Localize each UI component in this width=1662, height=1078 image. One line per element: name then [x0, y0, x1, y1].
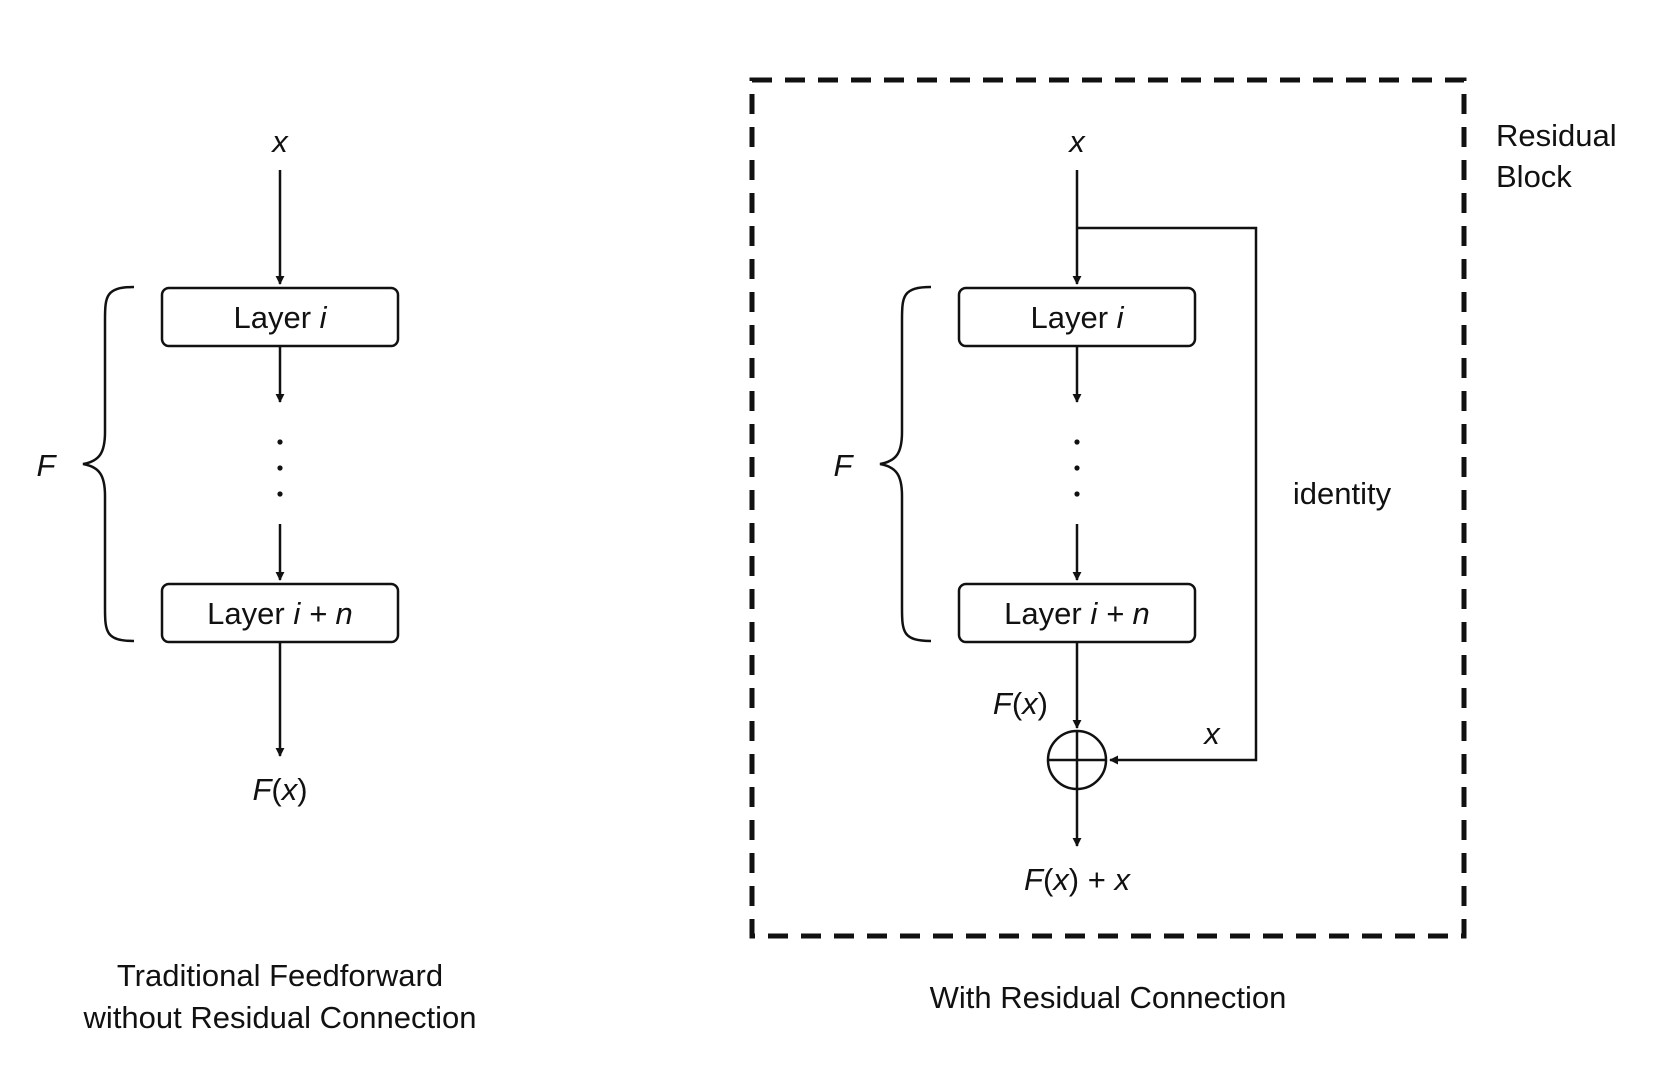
traditional-network: x Layer i Layer i + n F(x) F Traditional… [37, 124, 477, 1035]
right-layer-i-plus-n-label: Layer i + n [1004, 596, 1150, 631]
left-brace [82, 285, 135, 643]
left-input-label: x [270, 124, 289, 159]
right-brace [879, 285, 932, 643]
right-input-label: x [1067, 124, 1086, 159]
right-fx-label: F(x) [993, 686, 1048, 721]
right-ellipsis-dots [1074, 439, 1080, 497]
skip-x-label: x [1202, 716, 1221, 751]
residual-block-label-line-2: Block [1496, 159, 1572, 194]
right-output-label: F(x) + x [1024, 862, 1131, 897]
residual-block-border [749, 77, 1467, 939]
left-caption-line-2: without Residual Connection [83, 1000, 477, 1035]
left-layer-i-plus-n-label: Layer i + n [207, 596, 353, 631]
left-layer-i-label: Layer i [233, 300, 327, 335]
left-caption-line-1: Traditional Feedforward [117, 958, 443, 993]
residual-network: Residual Block x Layer i Layer i + n F(x… [749, 77, 1617, 1015]
right-brace-label: F [834, 448, 855, 483]
left-brace-label: F [37, 448, 58, 483]
addition-node [1046, 729, 1108, 791]
left-output-label: F(x) [252, 772, 307, 807]
residual-block-label-line-1: Residual [1496, 118, 1617, 153]
identity-label: identity [1293, 476, 1392, 511]
right-caption: With Residual Connection [930, 980, 1287, 1015]
identity-skip-connection [1077, 226, 1258, 765]
left-ellipsis-dots [277, 439, 283, 497]
right-layer-i-label: Layer i [1030, 300, 1124, 335]
